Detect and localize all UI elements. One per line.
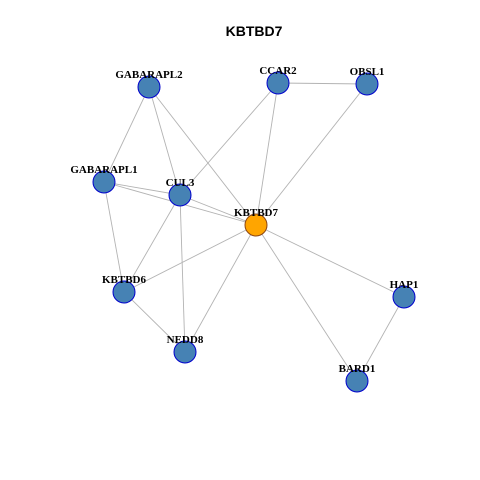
node-kbtbd7[interactable]: [244, 213, 268, 237]
node-cul3[interactable]: [168, 183, 192, 207]
graph-title: KBTBD7: [226, 23, 283, 39]
edge-ccar2-kbtbd7: [255, 82, 279, 226]
node-layer: [92, 71, 416, 393]
node-label-obsl1: OBSL1: [350, 66, 385, 78]
edge-cul3-kbtbd7: [179, 194, 257, 226]
edge-gabarapl2-cul3: [148, 86, 181, 196]
edge-layer: [103, 82, 405, 382]
node-label-nedd8: NEDD8: [167, 334, 204, 346]
edge-gabarapl1-cul3: [103, 181, 181, 196]
node-kbtbd6[interactable]: [112, 280, 136, 304]
node-obsl1[interactable]: [355, 72, 379, 96]
edge-gabarapl2-gabarapl1: [103, 86, 150, 183]
edge-obsl1-kbtbd7: [255, 83, 368, 226]
node-label-ccar2: CCAR2: [259, 65, 297, 77]
node-label-gabarapl2: GABARAPL2: [115, 69, 183, 81]
edge-gabarapl2-kbtbd7: [148, 86, 257, 226]
node-label-kbtbd6: KBTBD6: [102, 274, 147, 286]
edge-cul3-kbtbd6: [123, 194, 181, 293]
edge-gabarapl1-kbtbd6: [103, 181, 125, 293]
node-nedd8[interactable]: [173, 340, 197, 364]
edge-ccar2-cul3: [179, 82, 279, 196]
edge-hap1-bard1: [356, 296, 405, 382]
node-label-hap1: HAP1: [390, 279, 419, 291]
edge-kbtbd7-kbtbd6: [123, 224, 257, 293]
edge-cul3-nedd8: [179, 194, 186, 353]
edge-kbtbd6-nedd8: [123, 291, 186, 353]
node-gabarapl2[interactable]: [137, 75, 161, 99]
edge-kbtbd7-nedd8: [184, 224, 257, 353]
node-label-gabarapl1: GABARAPL1: [70, 164, 137, 176]
node-label-kbtbd7: KBTBD7: [234, 207, 279, 219]
node-hap1[interactable]: [392, 285, 416, 309]
node-bard1[interactable]: [345, 369, 369, 393]
edge-kbtbd7-hap1: [255, 224, 405, 298]
node-ccar2[interactable]: [266, 71, 290, 95]
node-label-bard1: BARD1: [339, 363, 376, 375]
node-gabarapl1[interactable]: [92, 170, 116, 194]
edge-kbtbd7-bard1: [255, 224, 358, 382]
label-layer: GABARAPL2 CCAR2 OBSL1GABARAPL1CUL3KBTBD7KB…: [70, 65, 418, 375]
edge-ccar2-obsl1: [277, 82, 368, 85]
node-label-cul3: CUL3: [166, 177, 195, 189]
